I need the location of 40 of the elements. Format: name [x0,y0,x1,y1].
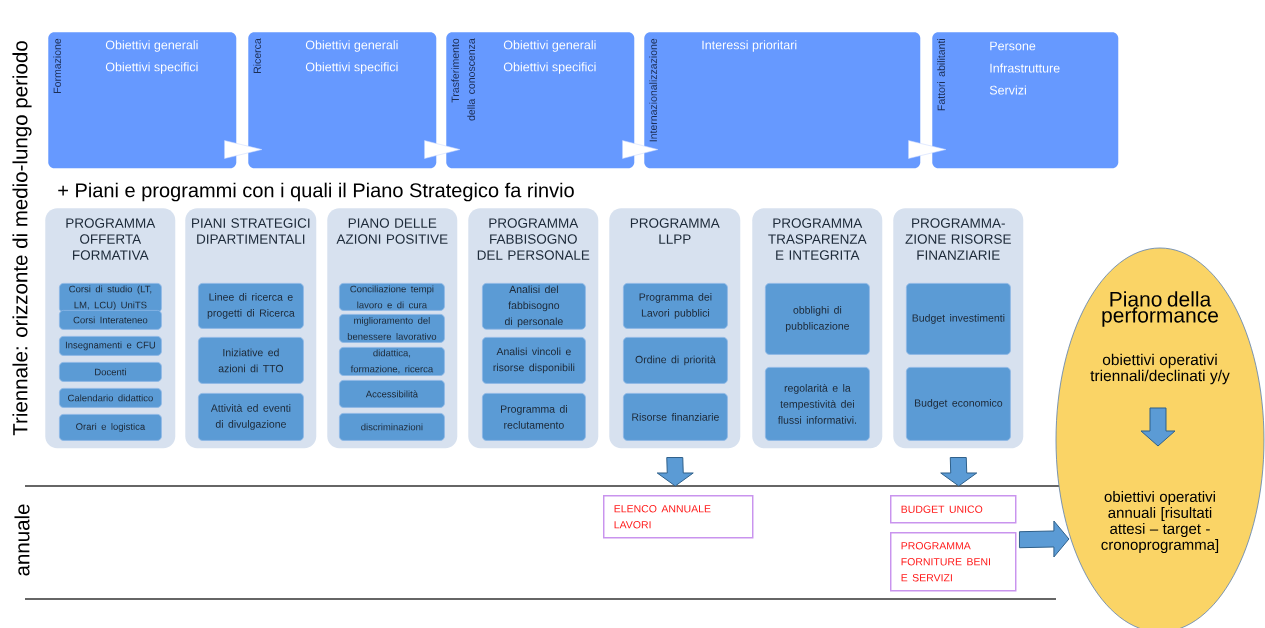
item-box: Programma dei Lavori pubblici [623,283,728,329]
side-label: annuale [14,504,30,576]
item-box: Analisi vincoli e risorse disponibili [482,337,586,384]
item-box: Corsi Interateneo [59,310,162,330]
item-box: Corsi di studio (LT, LM, LCU) UniTS [59,283,162,313]
output-box: PROGRAMMA FORNITURE BENI E SERVIZI [890,532,1017,592]
block-arrow [1018,520,1070,558]
item-box: Attività ed eventi di divulgazione [198,393,304,441]
item-box: Budget economico [906,367,1011,441]
chevron-arrow [224,140,263,159]
item-box: Linee di ricerca e progetti di Ricerca [198,283,304,329]
item-box: obblighi di pubblicazione [765,283,870,355]
objective-box: Ricerca Obiettivi generali Obiettivi specifici [248,32,437,169]
item-box: Ordine di priorità [623,337,728,384]
objective-box: Internazionalizzazione Interessi prioritari [644,32,921,169]
item-box: Insegnamenti e CFU [59,336,162,356]
section-heading: + Piani e programmi con i quali il Piano Strategico fa rinvio [58,182,574,202]
item-box: regolarità e la tempestività dei flussi informativi. [765,367,870,441]
output-box: BUDGET UNICO [890,495,1017,524]
item-box: Docenti [59,362,162,382]
objective-box: Formazione Obiettivi generali Obiettivi specifici [48,32,237,169]
chevron-arrow [622,140,659,159]
item-box: Accessibilità [339,380,445,408]
side-label: Triennale: orizzonte di medio-lungo periodo [12,41,32,436]
item-box: discriminazioni [339,413,445,441]
objective-box: Fattori abilitanti Persone Infrastrutture Servizi [932,32,1119,169]
chevron-arrow [908,140,947,159]
item-box: Budget investimenti [906,283,1011,355]
block-arrow [940,457,978,487]
output-box: ELENCO ANNUALE LAVORI [603,495,754,539]
item-box: Calendario didattico [59,388,162,408]
item-box: Iniziative ed azioni di TTO [198,337,304,384]
item-box: didattica, formazione, ricerca [339,347,445,376]
item-box: Orari e logistica [59,414,162,441]
block-arrow [656,457,694,487]
item-box: Analisi del fabbisogno di personale [482,283,586,330]
item-box: Risorse finanziarie [623,393,728,441]
item-box: Programma di reclutamento [482,393,586,441]
objective-box: Trasferimento della conoscenza Obiettivi generali Obiettivi specifici [446,32,635,169]
chevron-arrow [424,140,461,159]
